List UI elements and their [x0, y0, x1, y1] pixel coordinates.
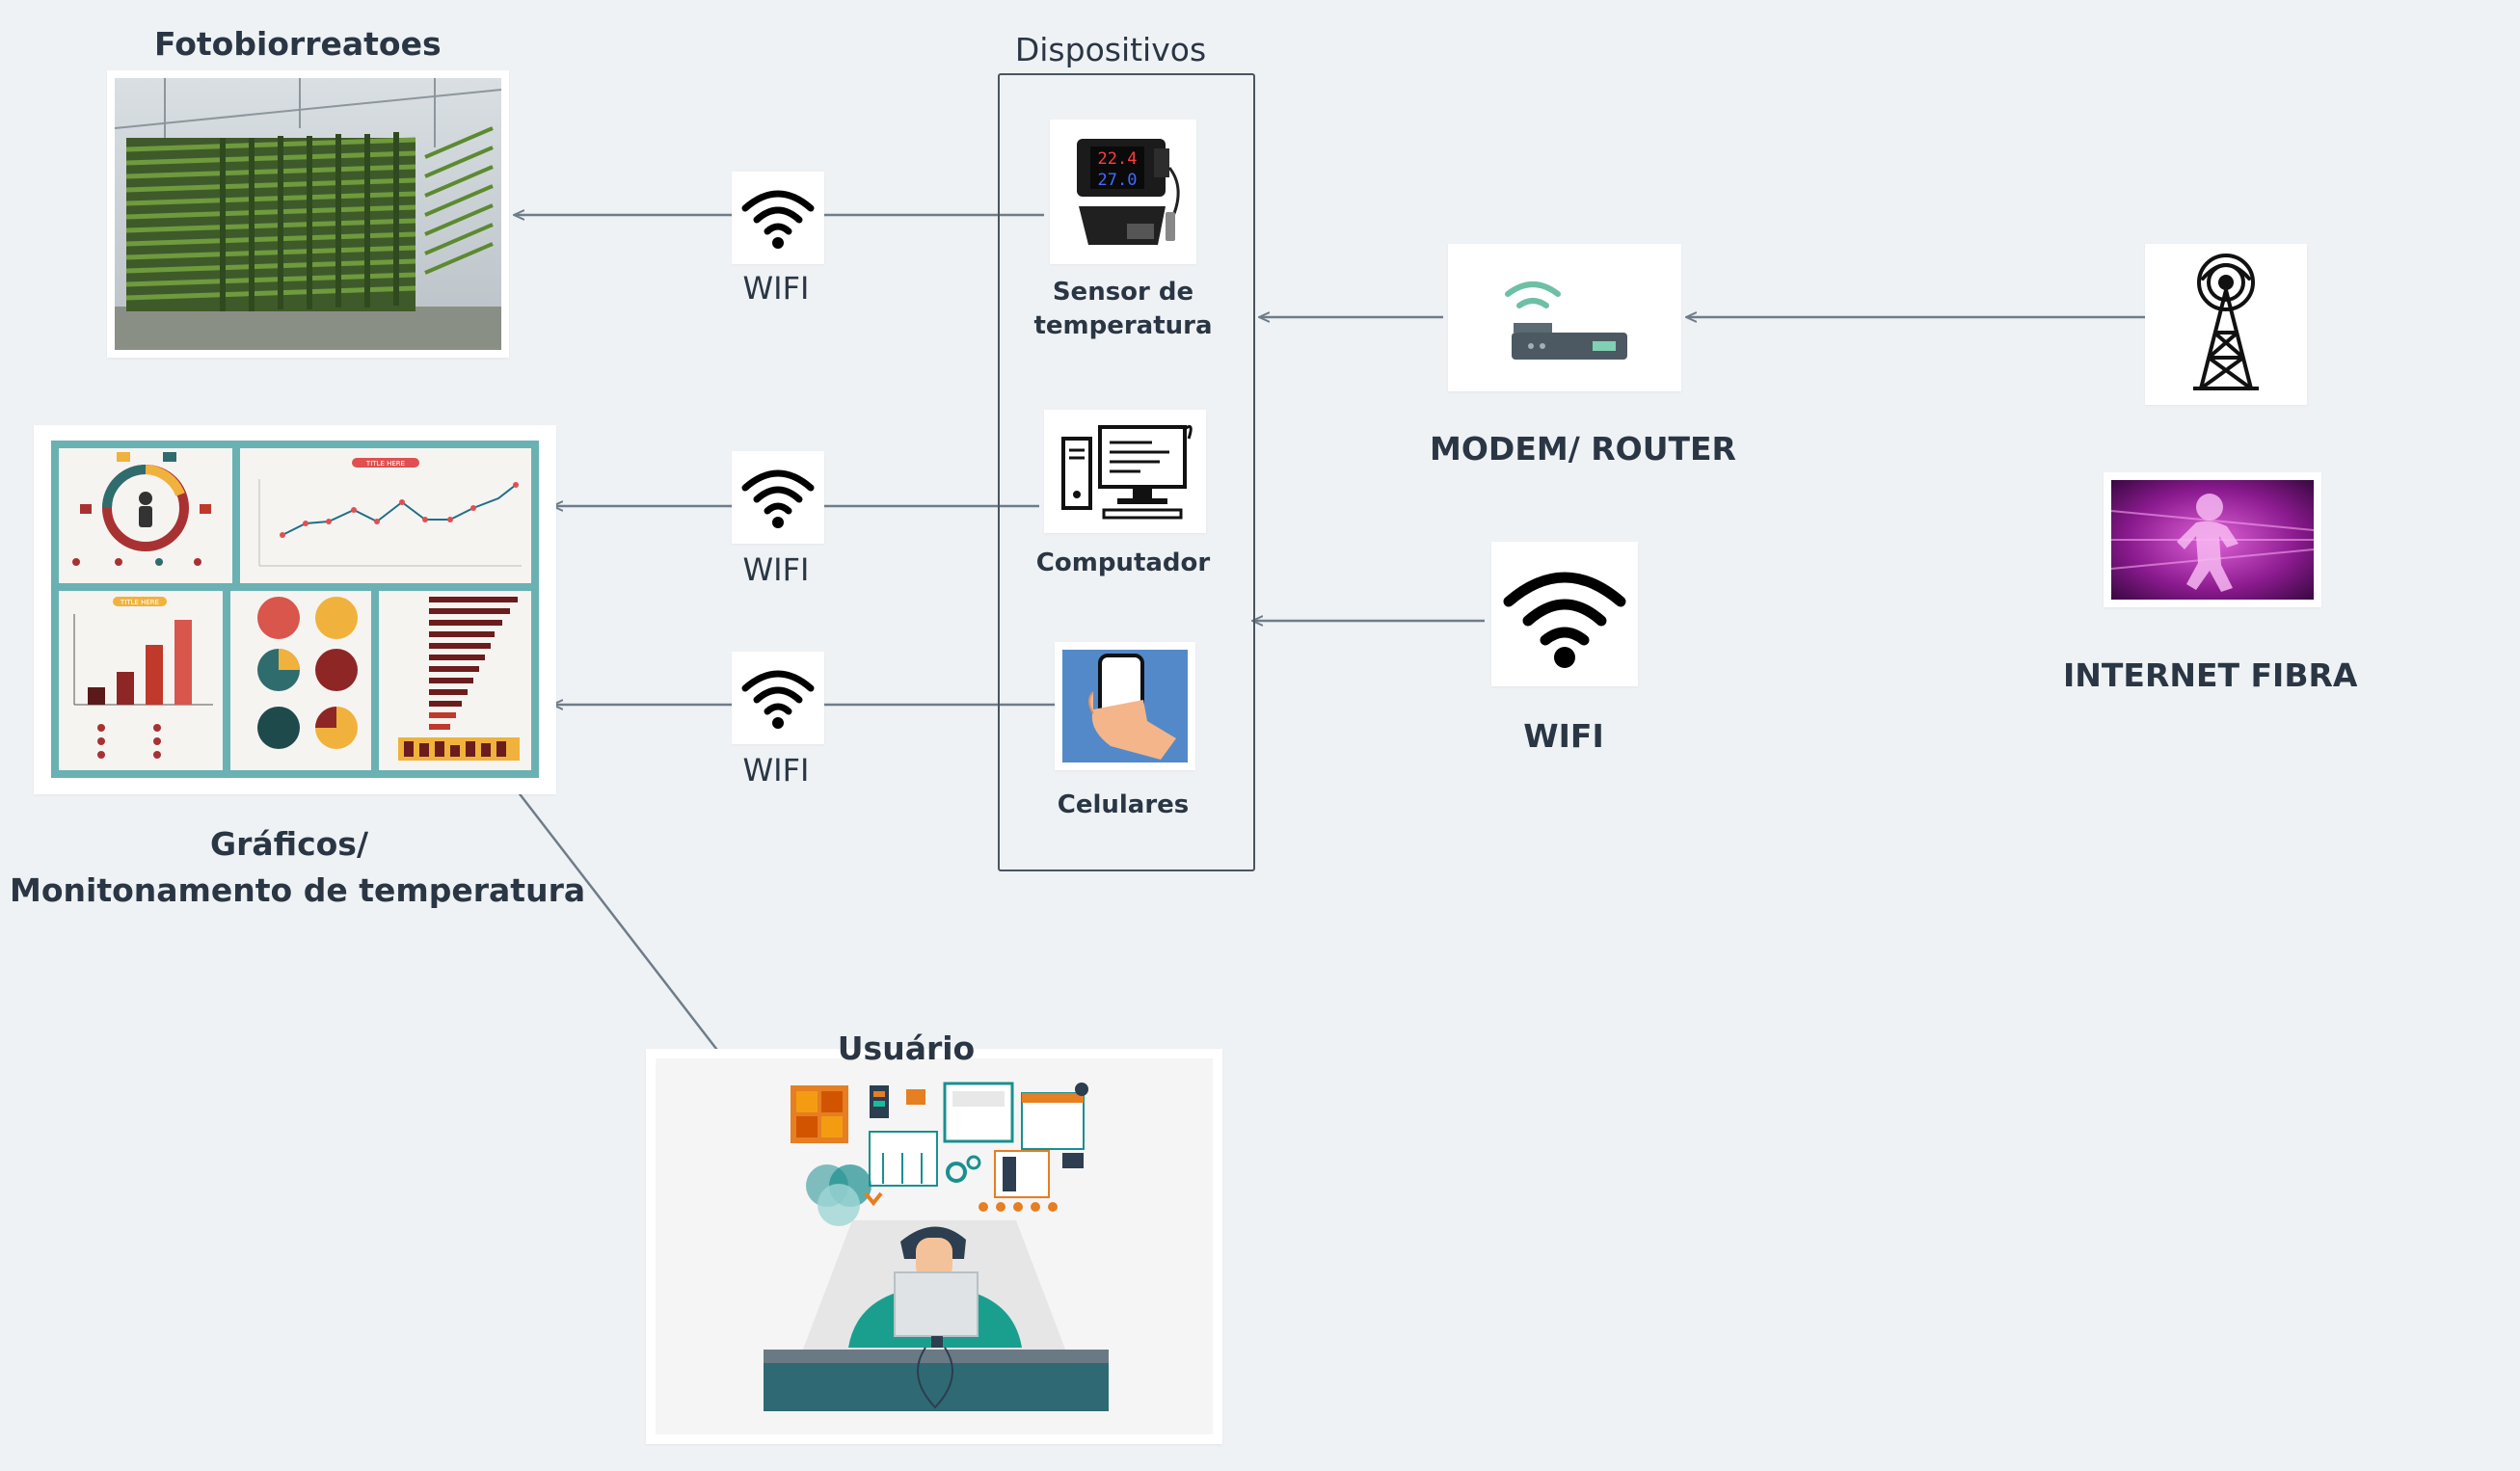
thermometer-controller-icon: 22.4 27.0 [1077, 139, 1180, 245]
graficos-dashboard-card: TITLE HERE TITLE HERE [34, 425, 556, 794]
wifi-label-2: WIFI [742, 551, 810, 588]
wifi-badge-sensor [732, 172, 824, 264]
wifi-icon [741, 469, 815, 528]
router-icon [1505, 281, 1627, 360]
sensor-card: 22.4 27.0 [1050, 120, 1196, 264]
graficos-label-line2: Monitonamento de temperatura [10, 871, 586, 909]
fotobiorreatores-title: Fotobiorreatoes [154, 25, 442, 63]
dashboard-infographic: TITLE HERE TITLE HERE [51, 441, 539, 778]
dispositivos-title: Dispositivos [1014, 31, 1207, 68]
sensor-display-bottom: 27.0 [1098, 171, 1138, 190]
wifi-badge-computador [732, 451, 824, 544]
fiber-brand-image [2110, 480, 2315, 600]
celulares-card [1055, 642, 1195, 770]
smartphone-hand-icon [1062, 650, 1188, 762]
usuario-card [646, 1049, 1222, 1444]
internet-fibra-card [2104, 472, 2321, 607]
wifi-main-card [1491, 542, 1638, 686]
wifi-main-label: WIFI [1523, 717, 1604, 755]
sensor-label-line1: Sensor de [1052, 278, 1194, 307]
sensor-display-top: 22.4 [1098, 149, 1138, 169]
dashboard-title-1: TITLE HERE [365, 460, 405, 468]
modem-card [1448, 244, 1681, 391]
user-at-desk-illustration [656, 1058, 1213, 1434]
wifi-icon [741, 670, 815, 729]
desktop-computer-icon [1061, 425, 1193, 520]
graficos-label-line1: Gráficos/ [209, 825, 369, 863]
sensor-label-line2: temperatura [1033, 311, 1213, 340]
wifi-icon [741, 190, 815, 249]
dispositivos-container [998, 73, 1255, 871]
celulares-label: Celulares [1057, 790, 1190, 819]
photobioreactor-image [114, 78, 502, 350]
computador-card [1044, 410, 1206, 533]
fotobiorreatores-photo [107, 70, 509, 358]
internet-label: INTERNET FIBRA [2063, 656, 2358, 694]
wifi-label-1: WIFI [742, 270, 810, 307]
wifi-badge-celulares [732, 652, 824, 744]
modem-label: MODEM/ ROUTER [1430, 430, 1736, 468]
computador-label: Computador [1035, 548, 1211, 577]
tower-card [2145, 244, 2307, 405]
usuario-label: Usuário [837, 1030, 976, 1067]
dashboard-title-2: TITLE HERE [120, 599, 159, 606]
wifi-label-3: WIFI [742, 752, 810, 789]
arrow-graficos-to-usuario [510, 782, 733, 1070]
antenna-tower-icon [2193, 254, 2259, 390]
wifi-icon [1503, 572, 1626, 668]
